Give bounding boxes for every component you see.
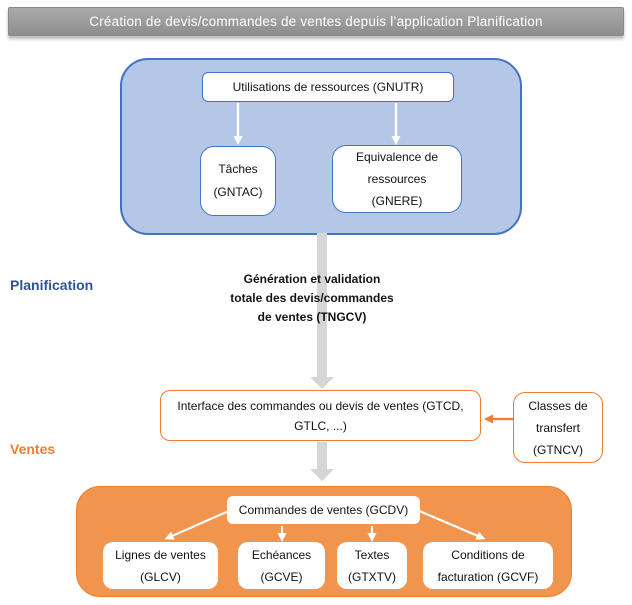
node-gnere: Equivalence de ressources (GNERE) bbox=[332, 145, 462, 213]
node-gntac-label: Tâches (GNTAC) bbox=[213, 162, 263, 199]
node-gnere-label: Equivalence de ressources (GNERE) bbox=[355, 150, 439, 208]
node-gcve: Echéances (GCVE) bbox=[238, 542, 325, 589]
diagram-title-bar: Création de devis/commandes de ventes de… bbox=[8, 7, 624, 36]
node-interface-label: Interface des commandes ou devis de vent… bbox=[177, 398, 464, 433]
node-gtxtv: Textes (GTXTV) bbox=[337, 542, 407, 589]
node-gcve-label: Echéances (GCVE) bbox=[251, 547, 312, 584]
down-arrowhead-icon bbox=[310, 469, 334, 481]
planification-section-label: Planification bbox=[10, 277, 94, 293]
down-arrow-icon bbox=[317, 442, 327, 469]
node-glcv-label: Lignes de ventes (GLCV) bbox=[115, 547, 206, 584]
node-gcdv: Commandes de ventes (GCDV) bbox=[227, 496, 420, 524]
node-interface: Interface des commandes ou devis de vent… bbox=[160, 390, 481, 441]
node-gcvf-label: Conditions de facturation (GCVF) bbox=[437, 547, 539, 584]
node-gnutr-label: Utilisations de ressources (GNUTR) bbox=[232, 80, 424, 94]
node-gntac: Tâches (GNTAC) bbox=[200, 146, 276, 216]
node-gnutr: Utilisations de ressources (GNUTR) bbox=[202, 72, 454, 102]
node-glcv: Lignes de ventes (GLCV) bbox=[103, 542, 218, 589]
node-classes-transfert: Classes de transfert (GTNCV) bbox=[513, 392, 603, 463]
down-arrow-icon bbox=[317, 233, 327, 377]
node-gtxtv-label: Textes (GTXTV) bbox=[348, 547, 396, 584]
node-classes-transfert-label: Classes de transfert (GTNCV) bbox=[528, 398, 588, 457]
generation-arrow-label: Génération et validation totale des devi… bbox=[230, 272, 394, 324]
node-gcvf: Conditions de facturation (GCVF) bbox=[423, 542, 553, 589]
ventes-section-label: Ventes bbox=[10, 441, 56, 457]
node-gcdv-label: Commandes de ventes (GCDV) bbox=[238, 503, 409, 517]
down-arrowhead-icon bbox=[310, 377, 334, 389]
diagram-title: Création de devis/commandes de ventes de… bbox=[89, 14, 543, 29]
